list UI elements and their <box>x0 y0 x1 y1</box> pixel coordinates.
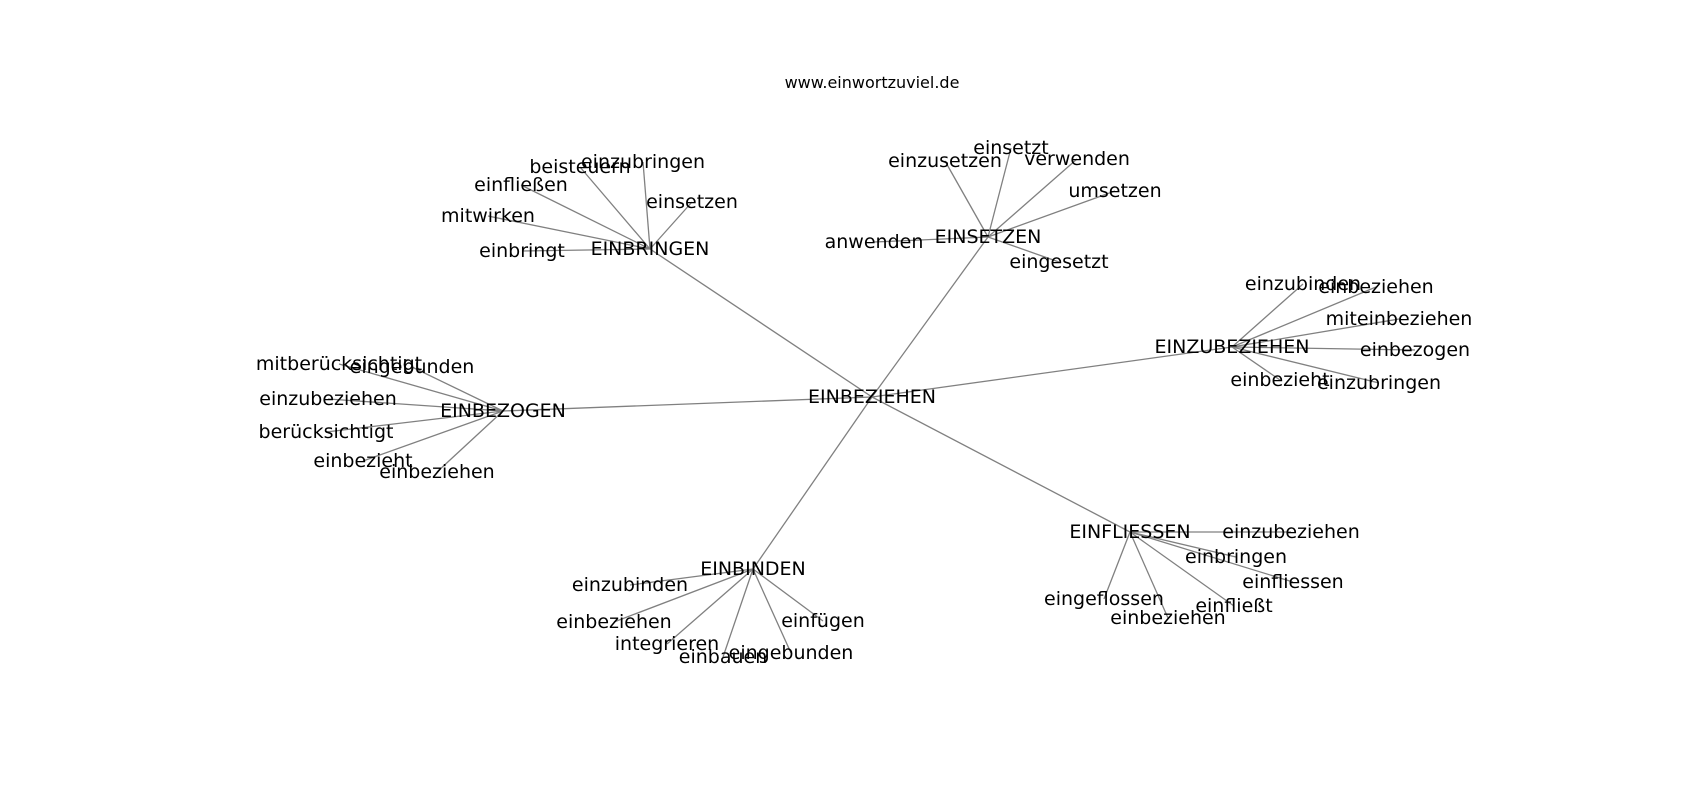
edge-einbezogen-5 <box>436 410 504 473</box>
edge-einfliessen-3 <box>1103 531 1131 600</box>
edge-root-einfliessen <box>871 396 1131 533</box>
edge-einbringen-3 <box>649 201 693 250</box>
edge-einbringen-4 <box>487 215 651 250</box>
leaf-node-label: mitberücksichtigt <box>256 353 422 375</box>
leaf-node-label: einbeziehen <box>1110 607 1225 629</box>
edge-einsetzen-2 <box>987 158 1078 238</box>
edge-einbringen-0 <box>579 166 651 250</box>
edge-einsetzen-4 <box>873 236 989 243</box>
leaf-node-label: einzubeziehen <box>259 388 397 410</box>
edge-einbinden-1 <box>613 568 754 623</box>
edge-einzubeziehen-1 <box>1231 286 1377 348</box>
leaf-node-label: einbeziehen <box>379 461 494 483</box>
hub-node-label: EINFLIESSEN <box>1069 521 1190 543</box>
leaf-node-label: eingebunden <box>729 642 854 664</box>
leaf-node-label: mitwirken <box>441 205 535 227</box>
leaf-node-label: einfügen <box>781 610 865 632</box>
leaf-node-label: umsetzen <box>1068 180 1161 202</box>
leaf-node-label: einbauen <box>679 646 768 668</box>
edge-einzubeziehen-5 <box>1231 346 1380 384</box>
leaf-node-label: einbezogen <box>1360 339 1470 361</box>
edge-einbinden-5 <box>752 568 792 654</box>
edge-einfliessen-4 <box>1129 531 1169 619</box>
edge-einzubeziehen-3 <box>1231 346 1416 351</box>
edge-einbinden-3 <box>666 568 754 645</box>
leaf-node-label: verwenden <box>1024 148 1130 170</box>
edge-einsetzen-1 <box>944 160 989 238</box>
edge-einbinden-2 <box>752 568 824 622</box>
edge-einfliessen-1 <box>1129 531 1237 558</box>
edge-einfliessen-2 <box>1129 531 1294 583</box>
leaf-node-label: berücksichtigt <box>259 421 394 443</box>
leaf-node-label: einbeziehen <box>1318 276 1433 298</box>
leaf-node-label: einzubinden <box>572 574 688 596</box>
leaf-node-label: einsetzen <box>646 191 738 213</box>
leaf-node-label: einzubeziehen <box>1222 521 1360 543</box>
edge-einbezogen-2 <box>327 398 504 412</box>
edge-einbringen-5 <box>521 248 651 252</box>
edge-einsetzen-3 <box>987 190 1116 238</box>
leaf-node-label: einbringt <box>479 240 565 262</box>
edge-einbinden-4 <box>722 568 754 658</box>
edge-root-einbinden <box>752 396 873 570</box>
leaf-node-label: einzubringen <box>1317 372 1441 394</box>
leaf-node-label: einzubringen <box>581 151 705 173</box>
node-labels: EINBEZIEHENEINBRINGENbeisteuerneinzubrin… <box>256 137 1472 668</box>
edge-einbinden-0 <box>629 568 754 586</box>
edge-einzubeziehen-2 <box>1231 318 1400 348</box>
leaf-node-label: anwenden <box>825 231 924 253</box>
source-label: www.einwortzuviel.de <box>785 73 960 92</box>
leaf-node-label: eingebunden <box>350 356 475 378</box>
leaf-node-label: einfliessen <box>1242 571 1343 593</box>
edge-einbringen-1 <box>642 161 651 250</box>
hub-node-label: EINBRINGEN <box>591 238 710 260</box>
leaf-node-label: eingeflossen <box>1044 588 1164 610</box>
leaf-node-label: beisteuern <box>529 156 630 178</box>
edges <box>325 147 1416 658</box>
leaf-node-label: integrieren <box>615 633 719 655</box>
leaf-node-label: einbezieht <box>313 450 412 472</box>
leaf-node-label: miteinbeziehen <box>1326 308 1473 330</box>
leaf-node-label: einsetzt <box>973 137 1048 159</box>
edge-root-einzubeziehen <box>871 346 1233 398</box>
edge-root-einsetzen <box>871 236 989 398</box>
edge-einsetzen-0 <box>987 147 1012 238</box>
leaf-node-label: einfließt <box>1195 595 1272 617</box>
hub-node-label: EINBINDEN <box>700 558 806 580</box>
edge-root-einbezogen <box>502 396 873 412</box>
edge-einsetzen-5 <box>987 236 1060 263</box>
edge-einfliessen-5 <box>1129 531 1235 607</box>
hub-node-label: EINSETZEN <box>935 226 1042 248</box>
leaf-node-label: einbeziehen <box>556 611 671 633</box>
hub-node-label: EINZUBEZIEHEN <box>1155 336 1310 358</box>
leaf-node-label: einzubinden <box>1245 273 1361 295</box>
edge-einbezogen-3 <box>325 410 504 433</box>
root-node-label: EINBEZIEHEN <box>808 386 936 408</box>
hub-node-label: EINBEZOGEN <box>440 400 566 422</box>
leaf-node-label: einbezieht <box>1230 369 1329 391</box>
leaf-node-label: einbringen <box>1185 546 1287 568</box>
edge-einbezogen-1 <box>411 366 504 412</box>
leaf-node-label: einfließen <box>474 174 568 196</box>
leaf-node-label: eingesetzt <box>1009 251 1108 273</box>
edge-einzubeziehen-0 <box>1231 283 1304 348</box>
edge-einbezogen-0 <box>338 363 504 412</box>
leaf-node-label: einzusetzen <box>888 150 1002 172</box>
edge-einbringen-2 <box>520 184 651 250</box>
edge-einzubeziehen-4 <box>1231 346 1281 381</box>
edge-einbezogen-4 <box>362 410 504 462</box>
edge-root-einbringen <box>649 248 873 398</box>
